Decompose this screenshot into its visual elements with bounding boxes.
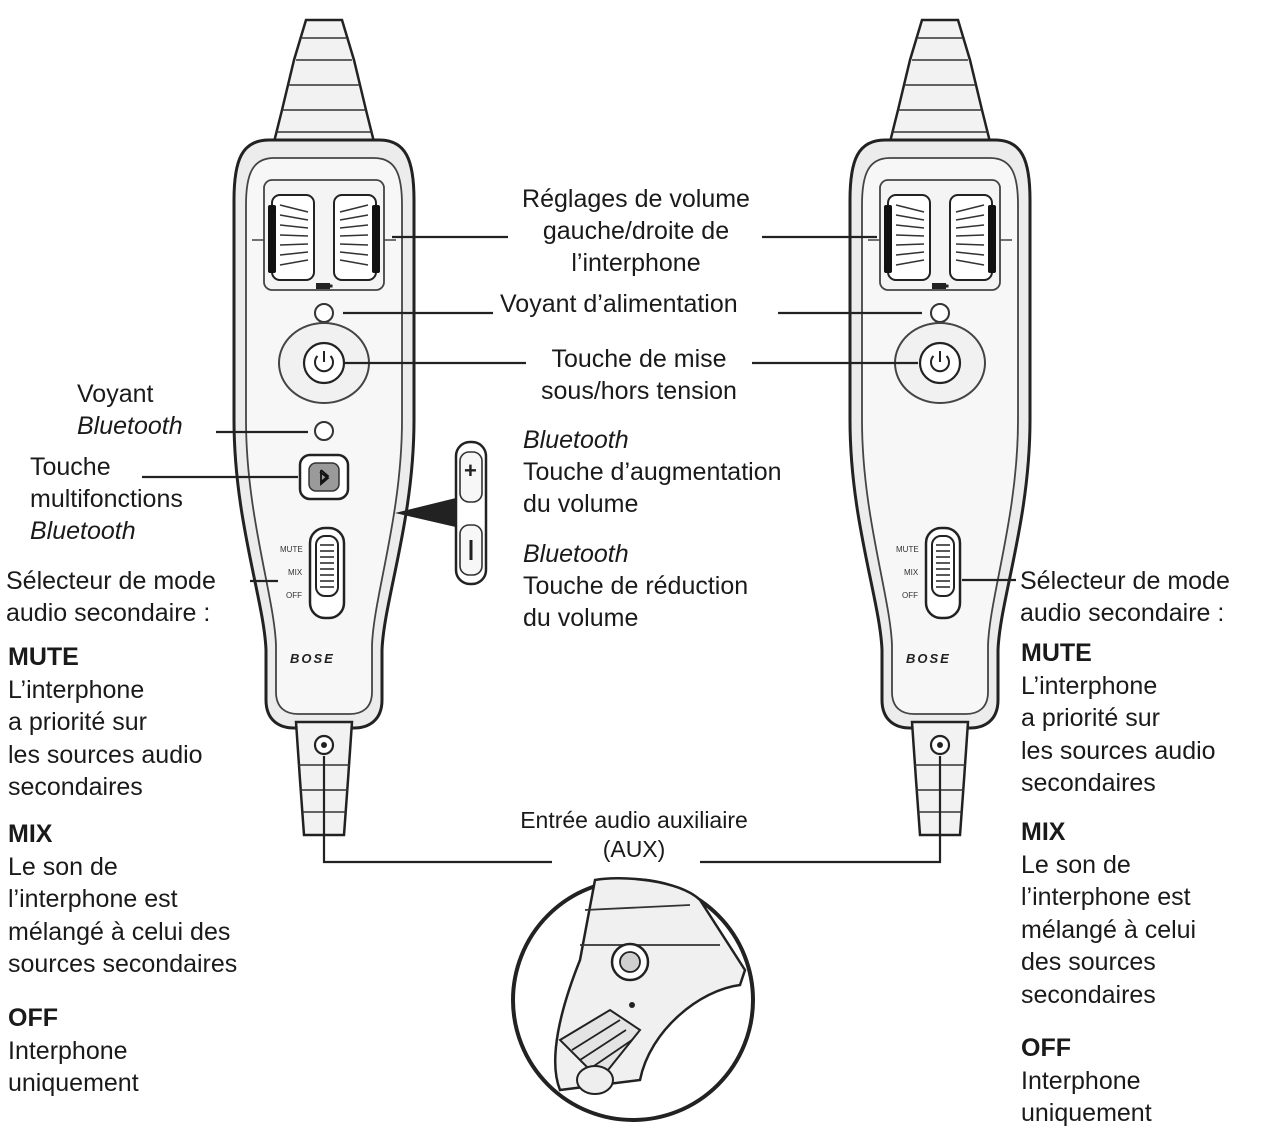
bluetooth-icon [319,469,330,486]
volume-up-button[interactable] [459,451,483,503]
right-mode-mix: MIX Le son de l’interphone est mélangé à… [1021,818,1197,1009]
left-mode-off: OFF Interphone uniquement [8,1004,139,1097]
label-power-button: Touche de mise sous/hors tension [541,345,737,405]
bluetooth-led [314,421,334,441]
plus-icon: + [464,458,477,483]
switch-mark-off: OFF [286,591,302,600]
label-bluetooth-indicator: Voyant Bluetooth [77,380,183,440]
left-mode-mute: MUTE L’interphone a priorité sur les sou… [8,643,203,801]
label-aux-input: Entrée audio auxiliaire (AUX) [520,807,748,862]
right-mode-off: OFF Interphone uniquement [1021,1034,1152,1127]
switch-mark-mute: MUTE [280,545,303,554]
label-bluetooth-volume-up: Bluetooth Touche d’augmentation du volum… [523,426,782,518]
left-selector-title: Sélecteur de mode audio secondaire : [6,567,216,627]
label-power-indicator: Voyant d’alimentation [500,290,738,318]
switch-mark-off-right: OFF [902,591,918,600]
brand-logo: BOSE [290,651,335,666]
right-mode-mute: MUTE L’interphone a priorité sur les sou… [1021,639,1216,797]
label-bluetooth-multifunction: Touche multifonctions Bluetooth [30,453,183,545]
switch-mark-mix-right: MIX [904,568,919,577]
brand-logo-right: BOSE [906,651,951,666]
label-volume-controls: Réglages de volume gauche/droite de l’in… [522,185,750,277]
switch-mark-mix: MIX [288,568,303,577]
left-mode-mix: MIX Le son de l’interphone est mélangé à… [8,820,238,978]
right-control-module: MUTE MIX OFF BOSE [848,18,1032,837]
bluetooth-volume-rocker: + [395,440,488,586]
right-selector-title: Sélecteur de mode audio secondaire : [1020,567,1230,627]
switch-mark-mute-right: MUTE [896,545,919,554]
leader-lines [142,235,1016,864]
aux-magnifier [511,876,755,1122]
left-control-module: MUTE MIX OFF BOSE [232,18,416,837]
label-bluetooth-volume-down: Bluetooth Touche de réduction du volume [523,540,749,632]
